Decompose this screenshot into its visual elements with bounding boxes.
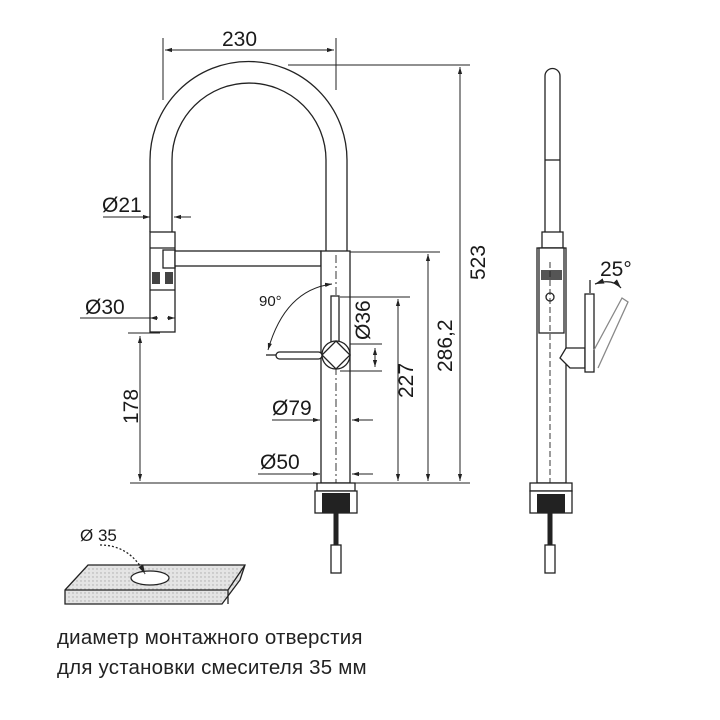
side-view: [529, 67, 629, 574]
width-label: 230: [222, 28, 257, 51]
angle-90-label: 90°: [259, 293, 282, 310]
dia-79-label: Ø79: [272, 397, 312, 420]
dia-30-label: Ø30: [85, 296, 125, 319]
caption-line-1: диаметр монтажного отверстия: [57, 626, 363, 649]
dia-21-label: Ø21: [102, 194, 142, 217]
dimension-lines: [80, 38, 470, 484]
height-227-label: 227: [395, 363, 418, 398]
dia-50-label: Ø50: [260, 451, 300, 474]
hole-dia-label: Ø 35: [80, 526, 117, 545]
front-view: [149, 60, 358, 575]
height-286-label: 286,2: [434, 319, 457, 372]
height-178-label: 178: [120, 389, 143, 424]
height-523-label: 523: [467, 245, 490, 280]
caption-line-2: для установки смесителя 35 мм: [57, 656, 367, 679]
mounting-plate: [64, 544, 246, 605]
angle-25-label: 25°: [600, 258, 632, 281]
dimension-labels: 230 523 286,2 227 Ø36 178 Ø21 Ø30 90° Ø7…: [80, 28, 632, 545]
dia-36-label: Ø36: [352, 300, 375, 340]
